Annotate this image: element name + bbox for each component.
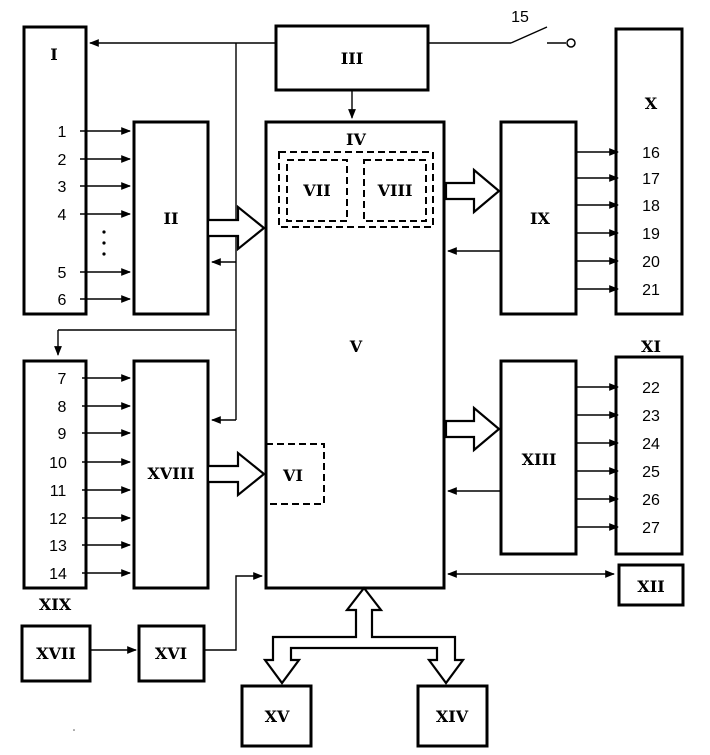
outputs-block-xiii — [576, 383, 619, 531]
block-ii — [132, 120, 210, 316]
label-xix: XIX — [39, 595, 72, 614]
input-num: 13 — [49, 538, 67, 555]
label-xiv: XIV — [436, 707, 469, 726]
label-xii: XII — [637, 577, 664, 596]
block-xi — [614, 355, 684, 556]
block-xvii — [20, 624, 92, 683]
input-num: 14 — [49, 566, 67, 583]
feedback-links — [90, 247, 615, 654]
output-num: 17 — [642, 171, 660, 188]
block-xv — [240, 684, 313, 748]
bus-arrow-v-to-xv-xiv — [262, 586, 466, 685]
inputs-block-xix — [82, 374, 131, 577]
input-num: 8 — [58, 399, 67, 416]
block-x — [614, 27, 684, 316]
label-vi: VI — [282, 466, 303, 485]
label-iii: III — [341, 49, 363, 68]
input-num: 6 — [58, 292, 67, 309]
block-xiii — [499, 359, 578, 556]
label-xviii: XVIII — [147, 464, 194, 483]
input-num: 10 — [49, 455, 67, 472]
bus-arrow-v-to-xiii — [444, 405, 501, 453]
input-num: 2 — [58, 152, 67, 169]
output-num: 21 — [642, 282, 660, 299]
input-num: 5 — [58, 265, 67, 282]
inputs-block-i — [80, 127, 131, 303]
label-ii: II — [164, 209, 179, 228]
label-iv: IV — [346, 130, 366, 149]
label-i: I — [50, 45, 57, 64]
block-vii — [286, 159, 348, 222]
label-xiii: XIII — [522, 450, 557, 469]
block-ix — [499, 120, 578, 316]
input-num: 4 — [58, 207, 67, 224]
output-num: 27 — [642, 520, 660, 537]
input-num: 12 — [49, 511, 67, 528]
label-ix: IX — [530, 209, 550, 228]
bus-arrow-v-to-ix — [444, 167, 501, 215]
block-xix — [22, 359, 88, 590]
input-num: 3 — [58, 179, 67, 196]
bus-from-iii — [54, 39, 356, 424]
block-vi — [265, 443, 325, 505]
block-viii — [363, 159, 427, 222]
switch-label: 15 — [511, 9, 529, 26]
input-num: 11 — [50, 483, 67, 500]
block-iv — [278, 151, 434, 228]
output-num: 18 — [642, 198, 660, 215]
label-vii: VII — [302, 181, 330, 200]
output-num: 19 — [642, 226, 660, 243]
bus-arrow-xviii-to-vi — [206, 450, 266, 498]
output-num: 24 — [642, 436, 660, 453]
label-xi: XI — [641, 337, 661, 356]
block-i — [22, 25, 88, 316]
bus-arrow-ii-to-v — [206, 204, 266, 252]
label-xv: XV — [265, 707, 290, 726]
block-xii — [617, 563, 685, 607]
block-xviii — [132, 359, 210, 590]
output-num: 23 — [642, 408, 660, 425]
output-num: 20 — [642, 254, 660, 271]
label-viii: VIII — [377, 181, 413, 200]
block-v — [264, 120, 446, 590]
output-num: 22 — [642, 380, 660, 397]
input-num: 9 — [58, 426, 67, 443]
label-xvii: XVII — [36, 644, 76, 663]
input-num: 1 — [58, 124, 67, 141]
output-num: 26 — [642, 492, 660, 509]
switch-15 — [428, 26, 576, 48]
block-xiv — [416, 684, 489, 748]
label-xvi: XVI — [155, 644, 187, 663]
label-x: X — [645, 94, 658, 113]
output-num: 25 — [642, 464, 660, 481]
label-v: V — [349, 337, 363, 356]
outputs-block-ix — [576, 148, 619, 293]
output-num: 16 — [642, 145, 660, 162]
input-num: 7 — [58, 371, 67, 388]
stray-mark — [73, 729, 75, 731]
block-xvi — [137, 624, 206, 683]
